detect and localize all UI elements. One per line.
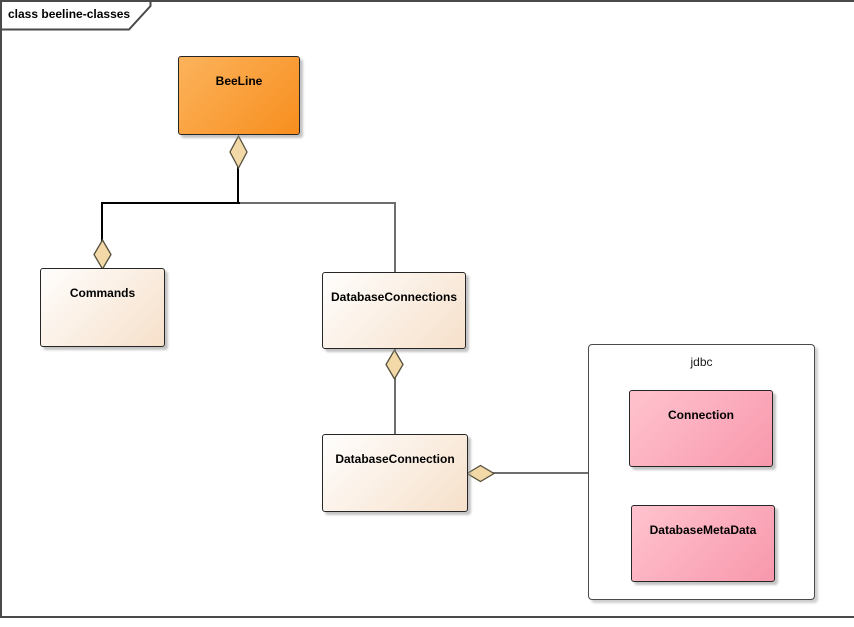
- class-connection[interactable]: Connection: [629, 390, 773, 467]
- class-beeline-label: BeeLine: [215, 74, 263, 88]
- package-jdbc-label: jdbc: [690, 355, 713, 369]
- connector-segment: [101, 202, 103, 243]
- connector-segment: [237, 167, 239, 204]
- diagram-tab-title: class beeline-classes: [8, 7, 131, 21]
- diagram-tab: [0, 0, 152, 31]
- class-commands[interactable]: Commands: [40, 268, 165, 347]
- connector-segment: [478, 472, 588, 474]
- class-database-connections-label: DatabaseConnections: [330, 290, 458, 304]
- aggregation-diamond: [466, 464, 495, 483]
- aggregation-diamond: [385, 349, 404, 380]
- connector-segment: [240, 202, 396, 204]
- class-database-metadata-label: DatabaseMetaData: [649, 523, 757, 537]
- connector-segment: [394, 202, 396, 272]
- class-database-connection[interactable]: DatabaseConnection: [322, 434, 468, 512]
- aggregation-diamond: [93, 239, 112, 270]
- class-connection-label: Connection: [668, 408, 734, 422]
- connector-segment: [101, 202, 240, 204]
- class-database-connection-label: DatabaseConnection: [335, 452, 455, 466]
- aggregation-diamond: [229, 135, 248, 169]
- class-commands-label: Commands: [69, 286, 136, 300]
- class-database-connections[interactable]: DatabaseConnections: [322, 272, 466, 349]
- class-beeline[interactable]: BeeLine: [178, 56, 300, 135]
- connector-segment: [394, 349, 396, 434]
- class-database-metadata[interactable]: DatabaseMetaData: [631, 505, 775, 582]
